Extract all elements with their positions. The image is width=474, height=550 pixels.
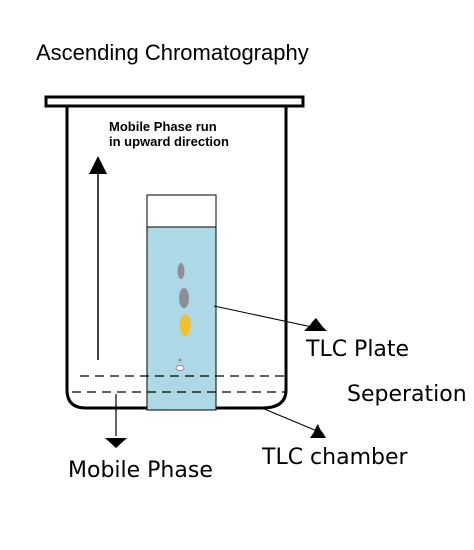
tlc-chamber-leader-line	[261, 407, 318, 432]
separated-spot-grey-upper	[177, 263, 185, 279]
tlc-plate-leader-line	[213, 305, 313, 328]
tlc-plate-label: TLC Plate	[305, 337, 409, 362]
separated-spot-yellow	[179, 314, 191, 336]
tlc-chamber-pointer-icon	[310, 424, 326, 438]
tlc-plate-pointer-icon	[304, 318, 327, 331]
tlc-plate-top	[146, 194, 217, 228]
sample-origin-spot	[175, 365, 185, 371]
upward-arrowhead-icon	[89, 156, 107, 174]
mobile-phase-pointer-icon	[105, 438, 127, 448]
mobile-phase-label: Mobile Phase	[68, 458, 213, 483]
separated-spot-grey-lower	[179, 288, 189, 308]
direction-note-line2: in upward direction	[109, 134, 229, 149]
diagram-title: Ascending Chromatography	[36, 40, 309, 65]
tlc-chamber-label: TLC chamber	[261, 445, 409, 470]
seperation-label: Seperation	[347, 382, 467, 407]
sample-origin-spot-top	[178, 358, 182, 362]
chamber-lid	[44, 95, 305, 108]
direction-note-line1: Mobile Phase run	[109, 119, 217, 134]
